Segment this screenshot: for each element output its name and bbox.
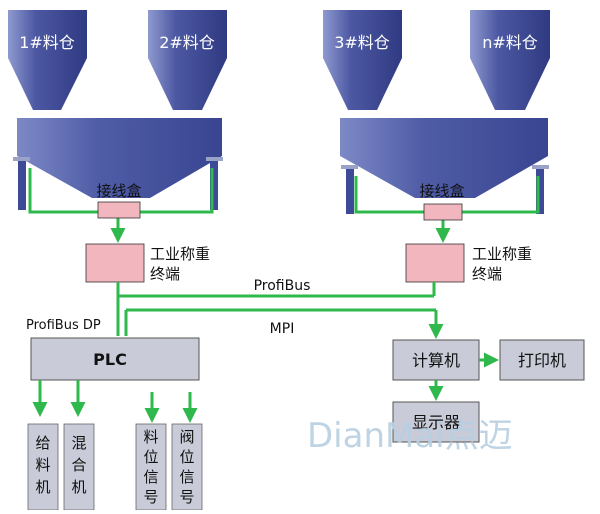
wiring-left (28, 168, 214, 243)
output-feeder-c3: 机 (35, 478, 50, 496)
mpi-line (124, 308, 444, 339)
silo-1 (8, 10, 87, 110)
silo-3 (323, 10, 402, 110)
wiring-right (354, 176, 540, 243)
silo-n (470, 10, 550, 110)
watermark: DianMai点迈 (307, 416, 513, 456)
output-mixer (63, 423, 95, 511)
printer-box (499, 339, 585, 381)
output-mixer-c3: 机 (71, 478, 86, 496)
output-valve-signal (171, 423, 203, 511)
hopper-right (340, 118, 549, 214)
silo-n-label: n#料仓 (482, 33, 538, 52)
silo-1-label: 1#料仓 (19, 33, 75, 52)
output-level-signal-c2: 位 (143, 448, 158, 466)
computer-box (392, 339, 480, 381)
output-mixer-c2: 合 (71, 456, 86, 474)
weighing-terminal-right (405, 243, 465, 283)
silo-3-label: 3#料仓 (334, 33, 390, 52)
output-valve-signal-c4: 号 (179, 488, 194, 506)
output-feeder-c2: 料 (35, 456, 50, 474)
mpi-label: MPI (270, 321, 295, 337)
plc-box (30, 337, 200, 381)
weighing-terminal-left-line2: 终端 (150, 265, 180, 283)
weighing-terminal-left-line1: 工业称重 (150, 245, 210, 263)
hopper-left (13, 118, 223, 210)
profibus-label: ProfiBus (254, 278, 311, 294)
profibus-line (116, 282, 436, 336)
output-valve-signal-c3: 信 (179, 468, 194, 486)
junction-box-left (97, 201, 141, 219)
output-valve-signal-c2: 位 (179, 448, 194, 466)
output-feeder (27, 423, 59, 511)
output-level-signal-c4: 号 (143, 488, 158, 506)
computer-links (428, 352, 499, 401)
output-level-signal-c3: 信 (143, 468, 158, 486)
weighing-terminal-left (85, 243, 145, 283)
display-box (392, 401, 480, 443)
display-label: 显示器 (412, 413, 460, 432)
output-feeder-c1: 给 (35, 434, 50, 452)
output-mixer-c1: 混 (71, 434, 86, 452)
silo-2-label: 2#料仓 (159, 33, 215, 52)
junction-box-left-label: 接线盒 (96, 182, 141, 200)
profibus-dp-label: ProfiBus DP (26, 318, 101, 333)
junction-box-right (423, 203, 463, 221)
output-level-signal-c1: 料 (143, 428, 158, 446)
computer-label: 计算机 (412, 351, 460, 370)
weighing-terminal-right-line1: 工业称重 (472, 245, 532, 263)
output-level-signal (135, 423, 167, 511)
plc-label: PLC (93, 350, 127, 369)
weighing-terminal-right-line2: 终端 (472, 265, 502, 283)
junction-box-right-label: 接线盒 (419, 182, 464, 200)
output-valve-signal-c1: 阀 (179, 428, 194, 446)
silo-2 (148, 10, 227, 110)
plc-output-lines (32, 380, 198, 423)
printer-label: 打印机 (518, 351, 566, 370)
